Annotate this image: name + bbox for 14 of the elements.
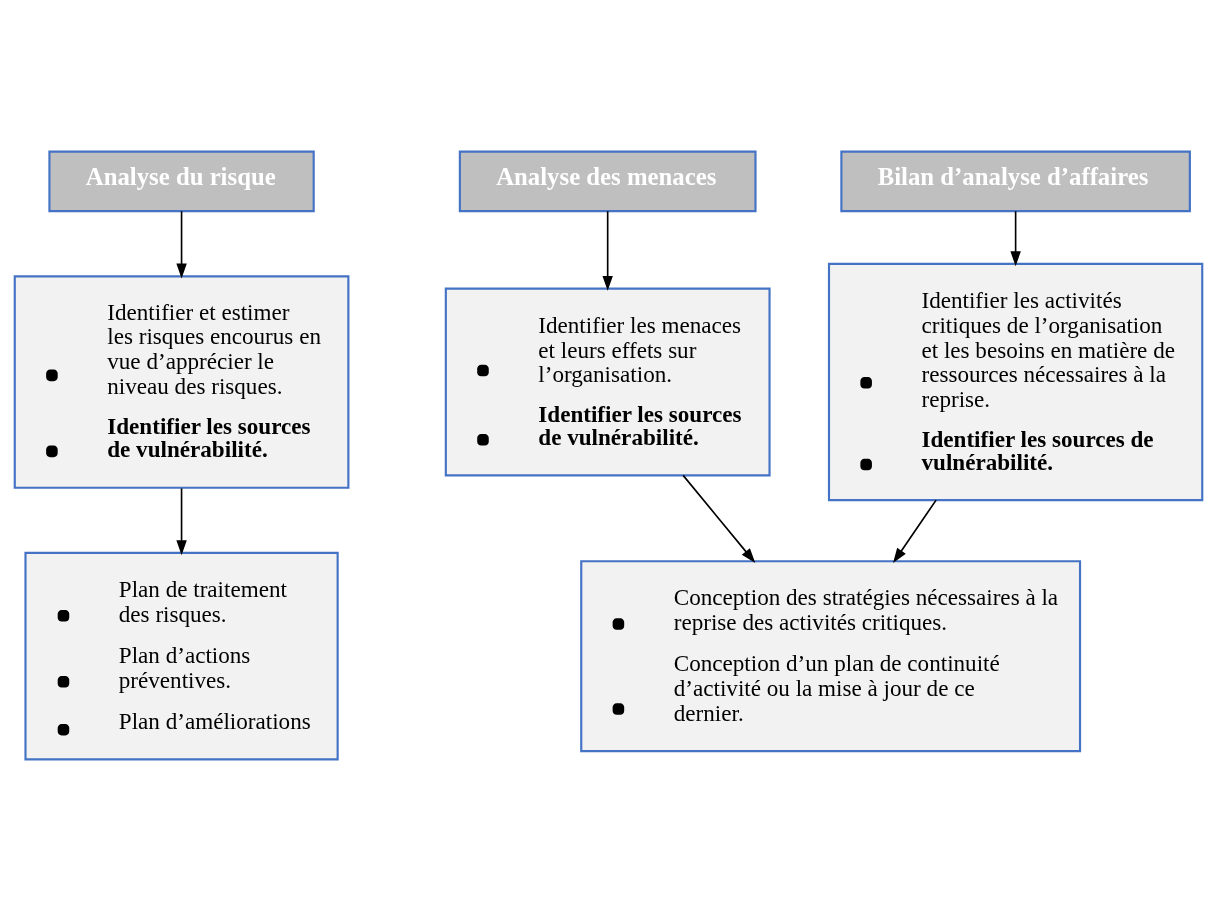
- arrow: [682, 474, 756, 563]
- node-box: Identifier et estimer les risques encourus en vue d’apprécier le niveau des risques. Identifier les sources de vulnérabilité.: [13, 275, 350, 489]
- node-box: Analyse du risque: [48, 150, 315, 213]
- node-box: Plan de traitement des risques. Plan d’actions préventives. Plan d’améliorations: [24, 551, 339, 761]
- arrow: [893, 499, 937, 564]
- arrow: [602, 210, 613, 291]
- node-box: Analyse des menaces: [458, 150, 757, 213]
- arrow: [176, 487, 187, 556]
- node-box: Identifier les menaces et leurs effets sur l’organisation. Identifier les sources de vulnérabilité.: [444, 287, 771, 477]
- arrow: [176, 210, 187, 279]
- node-box: Conception des stratégies nécessaires à la reprise des activités critiques. Conception d’un plan de continuité d’activité ou la mise à jour de ce dernier.: [580, 560, 1082, 753]
- node-box: Identifier les activités critiques de l’organisation et les besoins en matière de ressources nécessaires à la reprise. Identifier les sources de vulnérabilité.: [827, 262, 1204, 502]
- arrow: [1010, 210, 1021, 267]
- node-box: Bilan d’analyse d’affaires: [840, 150, 1191, 213]
